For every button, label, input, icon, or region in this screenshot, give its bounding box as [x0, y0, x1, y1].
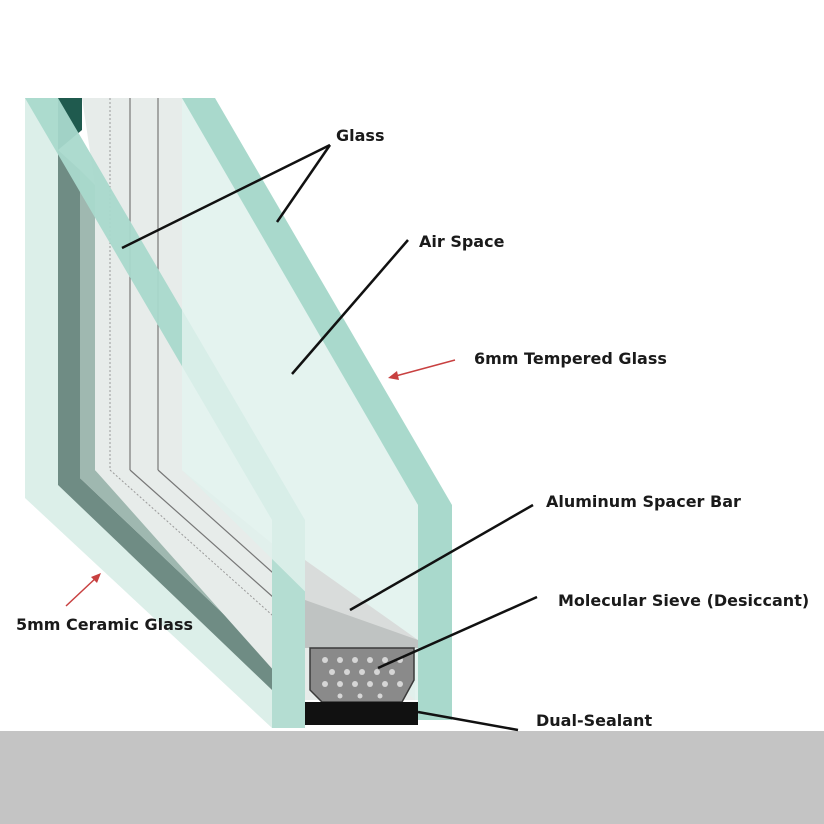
arrow-tempered-glass	[388, 359, 456, 380]
spacer-bar-top	[305, 600, 418, 648]
pointer-spacer-bar	[349, 503, 534, 612]
dual-sealant	[305, 702, 418, 725]
front-glass-edge	[182, 98, 452, 505]
ceramic-glass-dark-band	[58, 150, 272, 690]
air-space-face	[82, 98, 415, 700]
label-glass: Glass	[336, 126, 385, 145]
label-spacer-bar: Aluminum Spacer Bar	[546, 492, 741, 511]
floor-shadow	[0, 731, 824, 824]
desiccant-holes	[322, 657, 403, 699]
pointer-dual-sealant	[417, 710, 519, 732]
label-dual-sealant: Dual-Sealant	[536, 711, 653, 730]
ceramic-glass-inner-band	[80, 170, 272, 660]
pointer-air-space	[291, 239, 409, 375]
front-glass-face	[182, 98, 418, 700]
arrow-ceramic-glass	[65, 573, 101, 607]
spacer-line-4	[109, 469, 301, 641]
pointer-molecular-sieve	[377, 595, 538, 670]
label-molecular-sieve: Molecular Sieve (Desiccant)	[558, 591, 810, 610]
label-ceramic-glass: 5mm Ceramic Glass	[16, 615, 193, 634]
label-air-space: Air Space	[419, 232, 505, 251]
pointer-glass-1	[121, 143, 331, 250]
pointer-glass-2	[275, 144, 332, 223]
ceramic-glass-face	[25, 98, 272, 728]
label-tempered-glass: 6mm Tempered Glass	[474, 349, 667, 368]
front-glass-end	[418, 505, 452, 720]
